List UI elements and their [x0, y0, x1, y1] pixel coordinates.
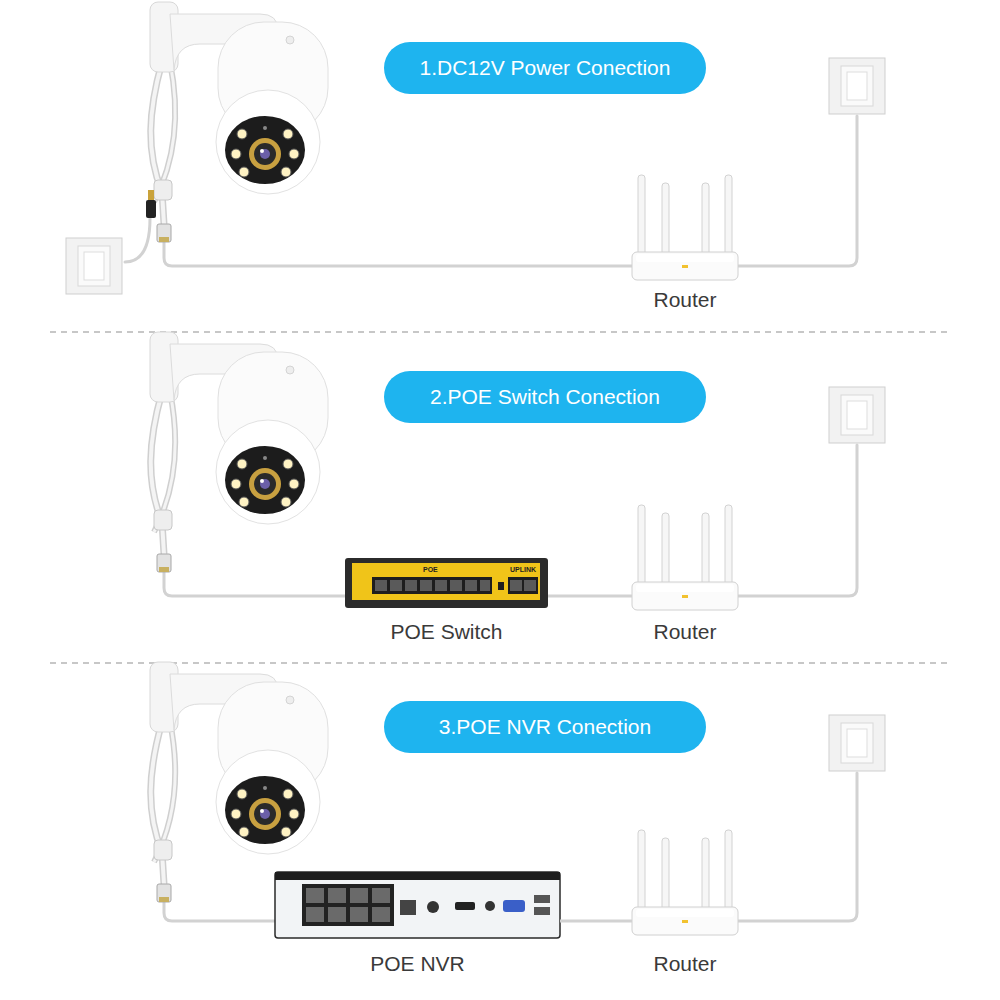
nvr-port-block [302, 884, 394, 926]
switch-body [345, 558, 548, 608]
power-wire [738, 445, 857, 596]
device-label: POE Switch [390, 619, 502, 645]
poe-ports [375, 580, 490, 591]
usb-port [534, 907, 550, 915]
poe-nvr [275, 872, 560, 938]
ethernet-wire [164, 900, 275, 921]
port [306, 888, 324, 903]
port [390, 580, 402, 591]
title-text: 1.DC12V Power Conection [420, 55, 671, 81]
network-wires [125, 116, 857, 921]
port-group-label: UPLINK [510, 566, 536, 574]
router-node: Router [632, 830, 738, 977]
poe-switch [345, 558, 548, 608]
link-line [560, 920, 632, 923]
lan-port [400, 900, 416, 915]
port-block [372, 577, 492, 594]
device-label: Router [653, 619, 716, 645]
power-wire [738, 116, 857, 266]
ptz-camera [150, 662, 328, 902]
link-line [548, 595, 632, 598]
power-wire [125, 218, 150, 262]
ptz-camera [150, 332, 328, 572]
port [328, 907, 346, 922]
router-device [632, 830, 738, 935]
section-divider [50, 331, 950, 333]
nvr-top [275, 872, 560, 880]
port [450, 580, 462, 591]
router-node: Router [632, 175, 738, 313]
usb-port [534, 895, 550, 903]
port [372, 888, 390, 903]
port [524, 580, 536, 591]
wall-outlet [829, 58, 885, 114]
device-label: Router [653, 951, 716, 977]
dc-jack [427, 901, 439, 913]
connection-title: 3.POE NVR Conection [384, 701, 706, 753]
ethernet-wire [164, 570, 345, 596]
switch-panel [352, 563, 540, 600]
port [350, 888, 368, 903]
router-device [632, 175, 738, 280]
port [510, 580, 522, 591]
port [328, 888, 346, 903]
nvr-body [275, 872, 560, 938]
ethernet-wire [164, 240, 632, 266]
audio-port [485, 901, 495, 911]
ethernet-link [548, 596, 632, 597]
section-divider [50, 662, 950, 664]
vga-port [503, 900, 525, 912]
title-text: 2.POE Switch Conection [430, 384, 660, 410]
port [405, 580, 417, 591]
dc-plug-tip [148, 190, 154, 200]
dc-plug [146, 200, 156, 218]
power-wire [738, 773, 857, 921]
nvr-ports [306, 888, 390, 922]
connection-title: 1.DC12V Power Conection [384, 42, 706, 94]
ptz-camera [150, 2, 328, 242]
port [375, 580, 387, 591]
title-text: 3.POE NVR Conection [439, 714, 651, 740]
port [350, 907, 368, 922]
poe-nvr-node: POE NVR [275, 870, 560, 977]
hdmi-port [455, 902, 475, 910]
port [465, 580, 477, 591]
device-label: Router [653, 287, 716, 313]
port [372, 907, 390, 922]
wall-outlet [66, 238, 122, 294]
port [420, 580, 432, 591]
port-group-label: POE [423, 566, 438, 574]
router-node: Router [632, 505, 738, 645]
connection-title: 2.POE Switch Conection [384, 371, 706, 423]
wall-outlet [829, 715, 885, 771]
port [480, 580, 490, 591]
device-label: POE NVR [370, 951, 465, 977]
led [498, 582, 504, 590]
port [306, 907, 324, 922]
ethernet-link [560, 921, 632, 922]
router-device [632, 505, 738, 610]
uplink-block [508, 577, 538, 594]
wall-outlet [829, 387, 885, 443]
port [435, 580, 447, 591]
